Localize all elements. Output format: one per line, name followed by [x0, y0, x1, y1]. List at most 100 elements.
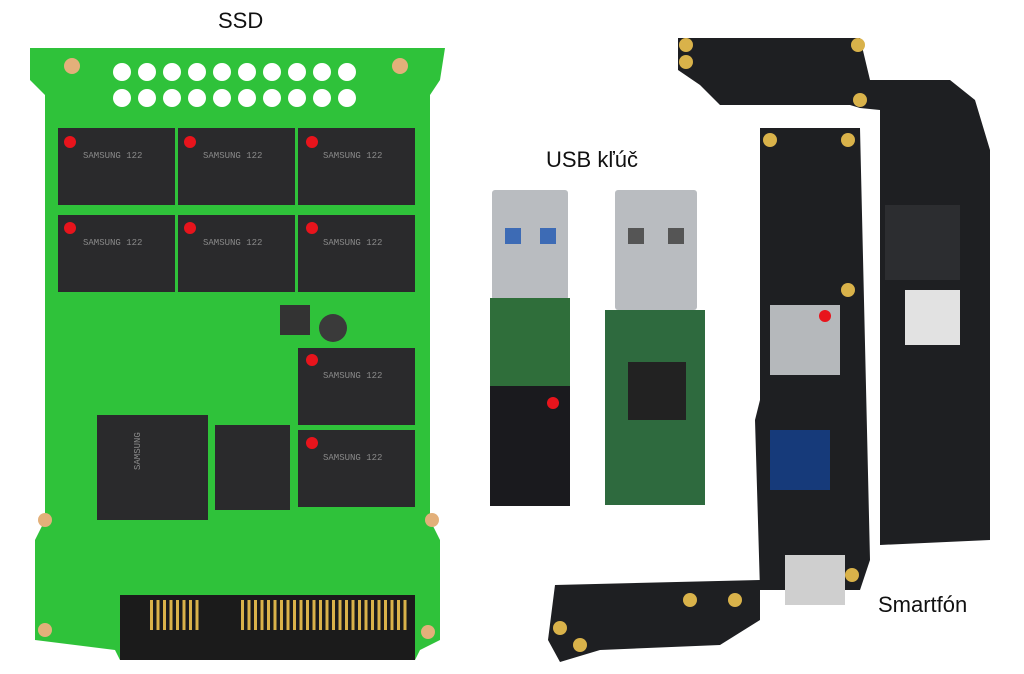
chip-marking: SAMSUNG 122: [83, 151, 142, 161]
usb-stick-right: [605, 190, 705, 505]
vent-hole: [288, 89, 306, 107]
connector-pin: [384, 600, 387, 630]
vent-hole: [113, 63, 131, 81]
connector-pin: [176, 600, 179, 630]
gold-pad: [683, 593, 697, 607]
vent-hole: [263, 89, 281, 107]
connector-pin: [241, 600, 244, 630]
vent-hole: [338, 63, 356, 81]
smartphone-label: Smartfón: [878, 592, 968, 617]
connector-pin: [338, 600, 342, 630]
red-marker-dot: [306, 222, 318, 234]
connector-pin: [325, 600, 329, 630]
gold-pad: [728, 593, 742, 607]
connector-pin: [273, 600, 277, 630]
connector-pin: [299, 600, 303, 630]
vent-hole: [213, 89, 231, 107]
chip-marking: SAMSUNG 122: [323, 238, 382, 248]
gold-pad: [679, 55, 693, 69]
connector-pin: [247, 600, 251, 630]
gold-pad: [841, 133, 855, 147]
vent-hole: [163, 89, 181, 107]
gold-pad: [841, 283, 855, 297]
connector-pin: [293, 600, 296, 630]
usb-label: USB kľúč: [546, 147, 638, 172]
vent-hole: [238, 89, 256, 107]
smartphone-board: [548, 38, 990, 662]
connector-pin: [390, 600, 394, 630]
vent-hole: [238, 63, 256, 81]
nand-chip: [58, 215, 175, 292]
vent-hole: [113, 89, 131, 107]
red-marker-dot: [547, 397, 559, 409]
gold-pad: [851, 38, 865, 52]
connector-pin: [254, 600, 257, 630]
connector-pin: [332, 600, 335, 630]
gold-pad: [853, 93, 867, 107]
connector-pin: [195, 600, 199, 630]
vent-hole: [138, 63, 156, 81]
vent-hole: [263, 63, 281, 81]
vent-hole: [213, 63, 231, 81]
connector-pin: [150, 600, 153, 630]
nand-chip: [178, 128, 295, 205]
connector-pin: [306, 600, 309, 630]
connector-pin: [280, 600, 283, 630]
connector-pin: [260, 600, 264, 630]
connector-pin: [397, 600, 400, 630]
connector-pin: [312, 600, 316, 630]
red-marker-dot: [306, 136, 318, 148]
vent-hole: [338, 89, 356, 107]
connector-pin: [286, 600, 290, 630]
connector-pin: [377, 600, 381, 630]
connector-pin: [358, 600, 361, 630]
connector-pin: [351, 600, 355, 630]
controller-marking: SAMSUNG: [133, 432, 143, 470]
vent-hole: [188, 89, 206, 107]
vent-hole: [188, 63, 206, 81]
connector-pin: [182, 600, 186, 630]
connector-pin: [156, 600, 160, 630]
vent-hole: [138, 89, 156, 107]
connector-pin: [163, 600, 166, 630]
red-marker-dot: [184, 136, 196, 148]
ssd-controller: [97, 415, 208, 520]
usb-stick-left: [490, 190, 570, 506]
red-marker-dot: [306, 437, 318, 449]
vent-hole: [288, 63, 306, 81]
nand-chip: [58, 128, 175, 205]
vent-hole: [313, 89, 331, 107]
nand-chip: [178, 215, 295, 292]
gold-pad: [845, 568, 859, 582]
connector-pin: [267, 600, 270, 630]
red-markers: [64, 136, 831, 449]
chip-marking: SAMSUNG 122: [323, 151, 382, 161]
gold-pad: [763, 133, 777, 147]
gold-pad: [553, 621, 567, 635]
chip-marking: SAMSUNG 122: [323, 453, 382, 463]
chip-marking: SAMSUNG 122: [203, 151, 262, 161]
gold-pad: [679, 38, 693, 52]
gold-pad: [573, 638, 587, 652]
connector-pin: [169, 600, 173, 630]
connector-pin: [403, 600, 407, 630]
connector-pin: [189, 600, 192, 630]
ssd-label: SSD: [218, 8, 264, 33]
red-marker-dot: [64, 136, 76, 148]
phone-a8-soc: [885, 205, 960, 280]
connector-pin: [371, 600, 374, 630]
connector-pin: [364, 600, 368, 630]
chip-marking: SAMSUNG 122: [203, 238, 262, 248]
red-marker-dot: [819, 310, 831, 322]
vent-hole: [163, 63, 181, 81]
red-marker-dot: [306, 354, 318, 366]
chip-marking: SAMSUNG 122: [323, 371, 382, 381]
ssd-dram: [215, 425, 290, 510]
connector-pin: [345, 600, 348, 630]
red-marker-dot: [184, 222, 196, 234]
red-marker-dot: [64, 222, 76, 234]
vent-hole: [313, 63, 331, 81]
chip-marking: SAMSUNG 122: [83, 238, 142, 248]
